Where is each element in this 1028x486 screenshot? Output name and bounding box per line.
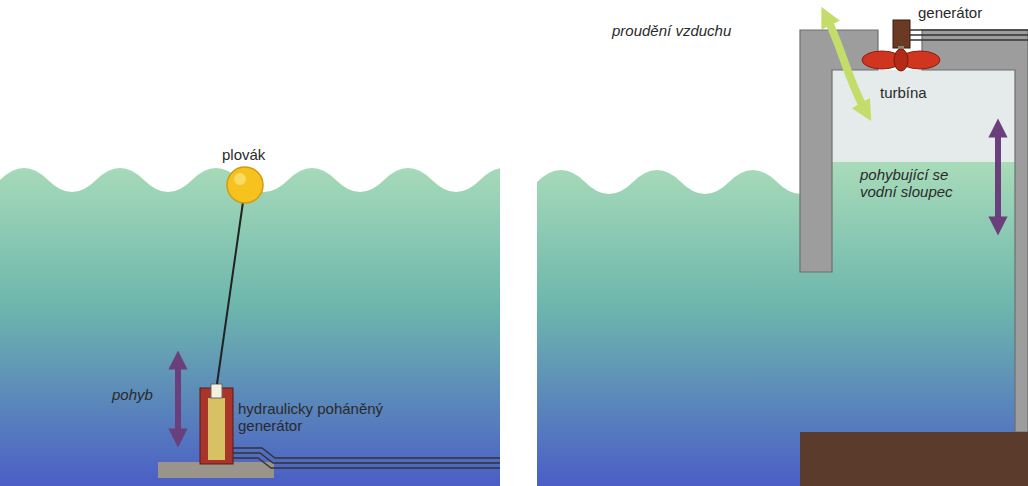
sea-left <box>0 168 500 486</box>
turbine-label: turbína <box>880 84 927 101</box>
motion-arrow <box>175 360 181 438</box>
water-column-label: pohybující se vodní sloupec <box>860 166 988 200</box>
float-label: plovák <box>222 146 265 163</box>
motion-label: pohyb <box>112 386 153 403</box>
air-chamber <box>832 70 1015 162</box>
sea-right <box>537 170 825 486</box>
generator-label: generátor <box>918 4 982 21</box>
oscillating-water-column-structure <box>800 30 1028 432</box>
seabed-foundation <box>800 432 1028 486</box>
float-buoy <box>227 167 263 203</box>
air-flow-arrow <box>826 16 866 112</box>
turbine <box>862 49 940 71</box>
air-flow-label: proudění vzduchu <box>612 22 731 39</box>
hydraulic-cylinder <box>200 384 233 464</box>
generator-label: hydraulicky poháněný generátor <box>238 400 398 434</box>
water-column-arrow <box>995 128 1001 226</box>
cables-left <box>232 448 500 468</box>
tether-line <box>217 202 243 384</box>
